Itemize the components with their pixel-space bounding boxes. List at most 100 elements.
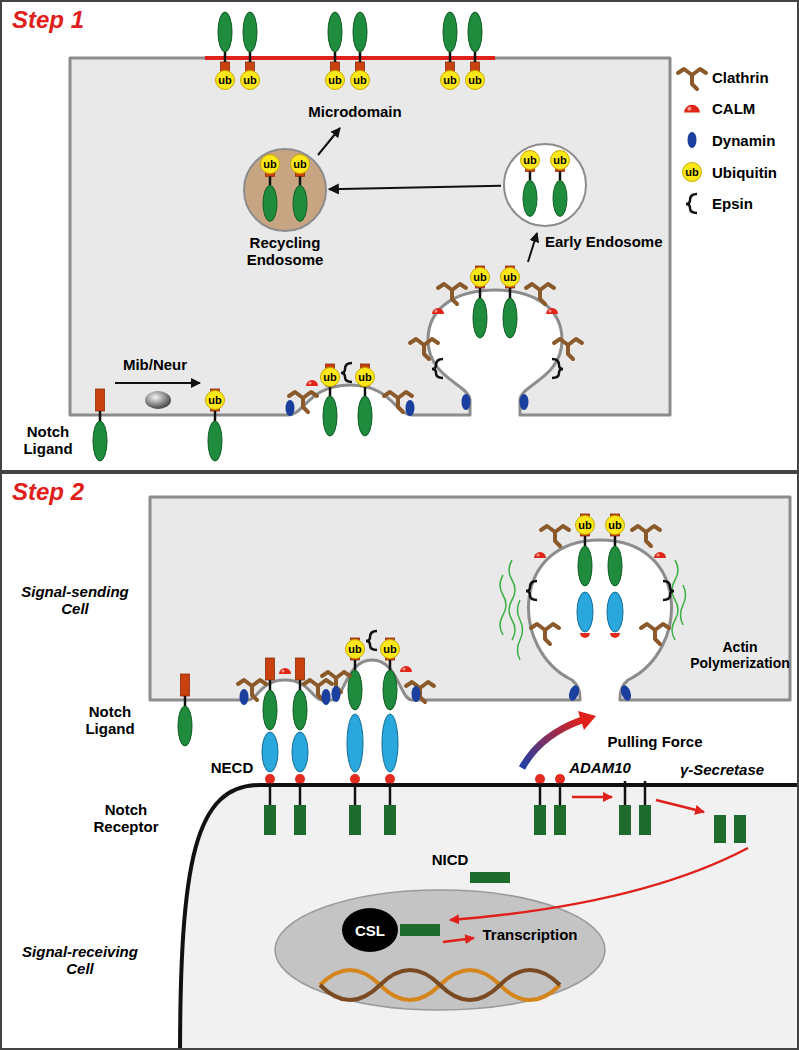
deep-pit (410, 266, 582, 410)
actin-filaments (681, 585, 686, 625)
part-label: Pulling Force (607, 733, 702, 750)
processed-receptors (534, 774, 746, 843)
connector (329, 186, 501, 189)
pit-a (279, 668, 291, 674)
ubiquitin-tag: ub (350, 70, 370, 90)
arrow (115, 382, 200, 384)
nicd (470, 872, 510, 883)
legend-symbols (678, 69, 706, 89)
pit-b (366, 631, 377, 650)
endocytic-bulb (526, 581, 537, 600)
node-label: CSL (355, 922, 385, 939)
deep-pit (546, 308, 558, 314)
endocytic-bulb (577, 592, 593, 632)
pit-b (382, 714, 398, 772)
part-label: NECD (211, 759, 254, 776)
gamma-arrow (656, 800, 704, 812)
nicd-bound (400, 924, 440, 936)
shallow-pit (341, 363, 352, 382)
deep-pit (462, 394, 471, 410)
part-label: Notch Ligand (13, 423, 83, 458)
processed-receptors (619, 781, 631, 835)
deep-pit (438, 284, 466, 304)
endosome-label: Recycling Endosome (225, 234, 345, 269)
legend-symbols (684, 105, 700, 113)
endocytic-bulb (654, 552, 666, 558)
processed-receptors (639, 781, 651, 835)
shallow-pit (406, 400, 415, 416)
part-label: Microdomain (308, 103, 401, 120)
deep-pit (526, 284, 554, 304)
legend-text: Dynamin (712, 132, 775, 149)
endocytic-bulb (526, 514, 674, 702)
deep-pit (554, 339, 582, 359)
ubiquitin-tag: ub (440, 70, 460, 90)
ubiquitin-tag: ub (575, 515, 595, 535)
ubiquitin-tag: ub (500, 267, 520, 287)
pit-a (293, 658, 307, 730)
endosome: Early Endosome (503, 143, 587, 227)
endocytic-bulb (663, 581, 674, 600)
legend-symbols (686, 194, 697, 213)
step-title: Step 1 (12, 6, 84, 34)
ubiquitin-tag: ub (215, 70, 235, 90)
processed-receptors (554, 774, 566, 835)
arrow (318, 128, 340, 155)
endocytic-bulb (580, 633, 590, 638)
shallow-pit (306, 380, 318, 386)
endocytic-bulb (541, 526, 569, 546)
pit-b (406, 682, 434, 702)
pit-a (264, 774, 276, 835)
nicd-arrow (450, 848, 748, 920)
actin-filaments (672, 560, 678, 640)
pit-a (263, 658, 277, 730)
arrow (528, 233, 537, 262)
ubiquitin-tag: ub (470, 267, 490, 287)
pit-a (262, 732, 278, 772)
ubiquitin-tag: ub (682, 162, 702, 182)
pit-a (322, 689, 331, 705)
step-title: Step 2 (12, 478, 84, 506)
legend-symbols (688, 132, 697, 148)
part-label: Notch Receptor (86, 801, 166, 836)
part-label: Actin Polymerization (684, 639, 796, 671)
part-label: Notch Ligand (70, 703, 150, 738)
surface-ligands (93, 389, 222, 461)
pit-b (347, 714, 363, 772)
endocytic-bulb (607, 592, 623, 632)
ubiquitin-tag: ub (290, 154, 310, 174)
adam10-arrow (572, 796, 612, 799)
legend-text: Ubiquitin (712, 164, 777, 181)
early-endosome-fill (504, 144, 586, 226)
pit-b (412, 686, 421, 702)
ubiquitin-tag: ub (260, 154, 280, 174)
step-panel: Step 2 CSL (0, 472, 799, 1050)
processed-receptors (714, 815, 726, 843)
actin-filaments (500, 575, 506, 635)
part-label: Mib/Neur (123, 356, 187, 373)
part-label: NICD (432, 851, 469, 868)
shallow-pit (286, 363, 415, 436)
ubiquitin-tag: ub (325, 70, 345, 90)
signal-cell (70, 58, 670, 415)
endosome: Recycling Endosome (243, 148, 327, 232)
mib-neur-blob (145, 391, 171, 409)
endocytic-bulb (641, 624, 669, 644)
pit-a (240, 689, 249, 705)
pit-a (292, 732, 308, 772)
pit-b (322, 631, 434, 835)
pit-b (332, 686, 341, 702)
step-panel: Step 1 Recycling Endosome Early Endosome (0, 0, 799, 472)
recycling-endosome-fill (244, 149, 326, 231)
pit-a (238, 658, 332, 835)
ubiquitin-tag: ub (205, 390, 225, 410)
shallow-pit (286, 400, 295, 416)
part-label: ADAM10 (569, 759, 631, 776)
ubiquitin-tag: ub (520, 150, 540, 170)
ubiquitin-tag: ub (240, 70, 260, 90)
legend-text: Clathrin (712, 69, 769, 86)
part-label: γ-Secretase (680, 761, 764, 778)
deep-pit (432, 359, 443, 378)
ubiquitin-tag: ub (345, 639, 365, 659)
ubiquitin-tag: ub (465, 70, 485, 90)
